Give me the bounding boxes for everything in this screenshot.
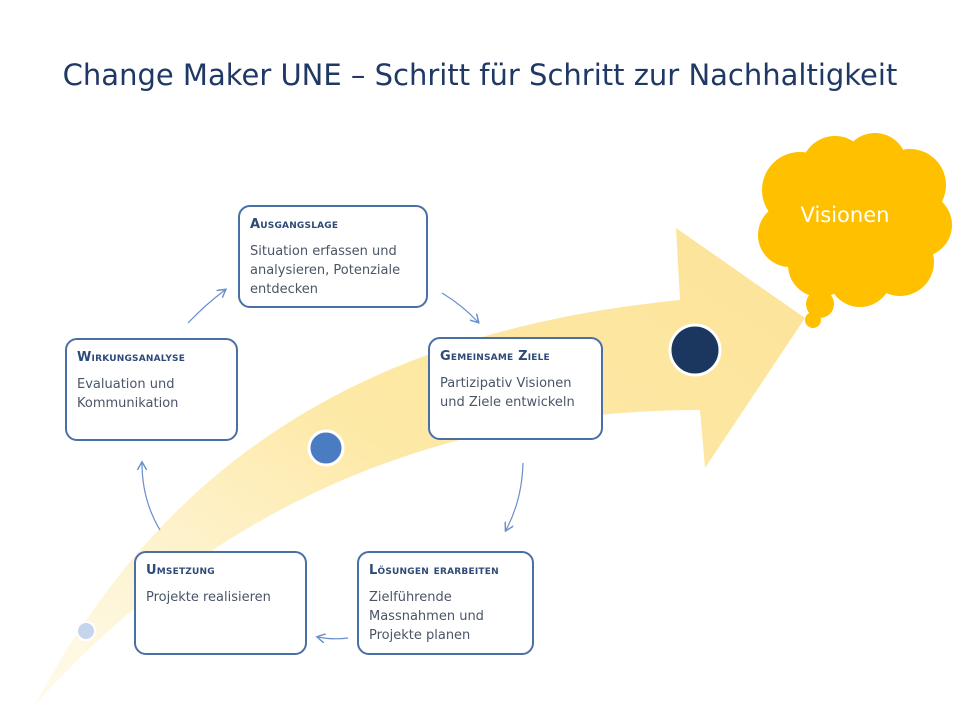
progress-dot-start	[76, 621, 96, 641]
progress-dot-end	[668, 323, 722, 377]
connector-ziele-to-loesungen	[506, 462, 524, 530]
step-text: Partizipativ Visionen und Ziele entwicke…	[440, 376, 575, 410]
connector-umsetzung-to-wirkung	[142, 463, 161, 531]
step-title: Lösungen erarbeiten	[369, 563, 499, 578]
step-title: Gemeinsame Ziele	[440, 349, 550, 364]
step-text: Projekte realisieren	[146, 590, 271, 605]
connector-wirkung-to-ausgangslage	[187, 290, 225, 324]
step-text: Situation erfassen und analysieren, Pote…	[250, 244, 401, 297]
visionen-cloud	[758, 133, 952, 328]
step-text: Zielführende Massnahmen und Projekte pla…	[369, 590, 484, 643]
step-box-wirkungsanalyse: Wirkungsanalyse Evaluation und Kommunika…	[65, 338, 238, 441]
connector-ausgangslage-to-ziele	[441, 292, 478, 322]
step-box-umsetzung: Umsetzung Projekte realisieren	[134, 551, 307, 655]
connector-loesungen-to-umsetzung	[318, 637, 349, 639]
step-box-gemeinsame-ziele: Gemeinsame Ziele Partizipativ Visionen u…	[428, 337, 603, 440]
progress-arrow	[35, 228, 805, 705]
step-title: Wirkungsanalyse	[77, 350, 186, 365]
step-title: Ausgangslage	[250, 217, 339, 232]
step-box-loesungen-erarbeiten: Lösungen erarbeiten Zielführende Massnah…	[357, 551, 534, 655]
progress-dot-middle	[307, 429, 345, 467]
step-title: Umsetzung	[146, 563, 215, 578]
page-title: Change Maker UNE – Schritt für Schritt z…	[62, 58, 898, 92]
step-text: Evaluation und Kommunikation	[77, 377, 179, 411]
visionen-label: Visionen	[800, 203, 890, 227]
step-box-ausgangslage: Ausgangslage Situation erfassen und anal…	[238, 205, 428, 308]
cycle-connectors	[142, 290, 524, 639]
